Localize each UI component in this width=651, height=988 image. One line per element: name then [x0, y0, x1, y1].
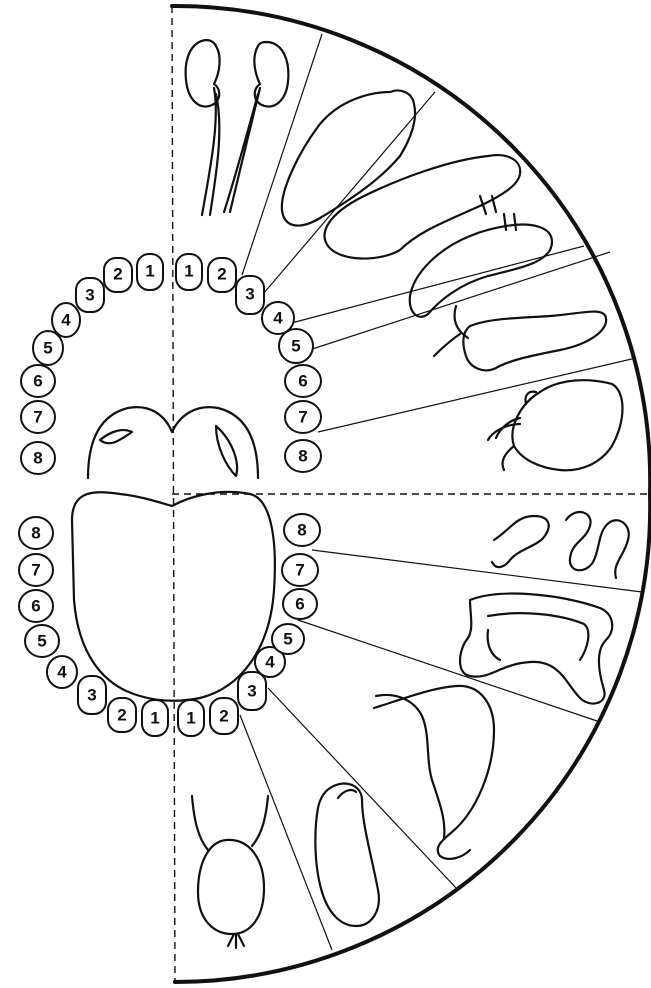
tooth-ur-6-label: 6 — [298, 372, 307, 391]
tooth-ll-5-label: 5 — [37, 632, 46, 651]
tooth-ul-4-label: 4 — [61, 311, 71, 330]
lower-left-teeth: 1 2 3 4 5 6 7 8 — [19, 517, 168, 736]
lower-right-teeth: 1 2 3 4 5 6 7 8 — [178, 514, 320, 736]
tooth-lr-4-label: 4 — [265, 653, 275, 672]
upper-right-teeth: 1 2 3 4 5 6 7 8 — [176, 254, 321, 472]
bladder-icon — [192, 796, 268, 948]
tooth-ul-6-label: 6 — [33, 372, 42, 391]
tooth-ll-8-label: 8 — [31, 524, 40, 543]
tooth-ul-8-label: 8 — [33, 449, 42, 468]
tooth-lr-8-label: 8 — [297, 521, 306, 540]
tooth-ll-3-label: 3 — [87, 686, 96, 705]
tooth-ul-7-label: 7 — [33, 408, 42, 427]
tooth-ul-2-label: 2 — [113, 265, 122, 284]
tooth-ur-1-label: 1 — [184, 262, 193, 281]
tooth-ur-2-label: 2 — [217, 265, 226, 284]
tooth-lr-3-label: 3 — [247, 682, 256, 701]
tooth-ur-3-label: 3 — [245, 285, 254, 304]
tongue-left-fold — [100, 430, 132, 443]
tooth-ll-4-label: 4 — [57, 663, 67, 682]
tooth-ll-7-label: 7 — [31, 561, 40, 580]
stomach-icon — [374, 686, 494, 859]
tooth-lr-1-label: 1 — [186, 709, 195, 728]
heart-icon — [488, 380, 623, 470]
tooth-ur-7-label: 7 — [298, 408, 307, 427]
tooth-ur-5-label: 5 — [291, 337, 300, 356]
spleen-icon — [315, 784, 379, 926]
tooth-ur-8-label: 8 — [298, 447, 307, 466]
kidneys-icon — [186, 40, 289, 215]
tooth-ur-4-label: 4 — [273, 309, 283, 328]
tongue-right-fold — [216, 426, 237, 476]
tooth-lr-2-label: 2 — [219, 707, 228, 726]
tooth-ul-3-label: 3 — [85, 286, 94, 305]
tooth-ul-5-label: 5 — [43, 339, 52, 358]
tooth-ll-1-label: 1 — [150, 709, 159, 728]
tooth-lr-7-label: 7 — [295, 561, 304, 580]
liver-icon — [325, 155, 552, 317]
tooth-lr-5-label: 5 — [283, 630, 292, 649]
large-intestine-icon — [460, 594, 612, 704]
small-intestine-icon — [492, 512, 629, 578]
tooth-ll-2-label: 2 — [117, 706, 126, 725]
pancreas-icon — [434, 306, 606, 370]
tooth-ll-6-label: 6 — [31, 597, 40, 616]
tooth-ul-1-label: 1 — [145, 262, 154, 281]
tooth-lr-6-label: 6 — [295, 595, 304, 614]
upper-left-teeth: 1 2 3 4 5 6 7 8 — [21, 254, 163, 474]
